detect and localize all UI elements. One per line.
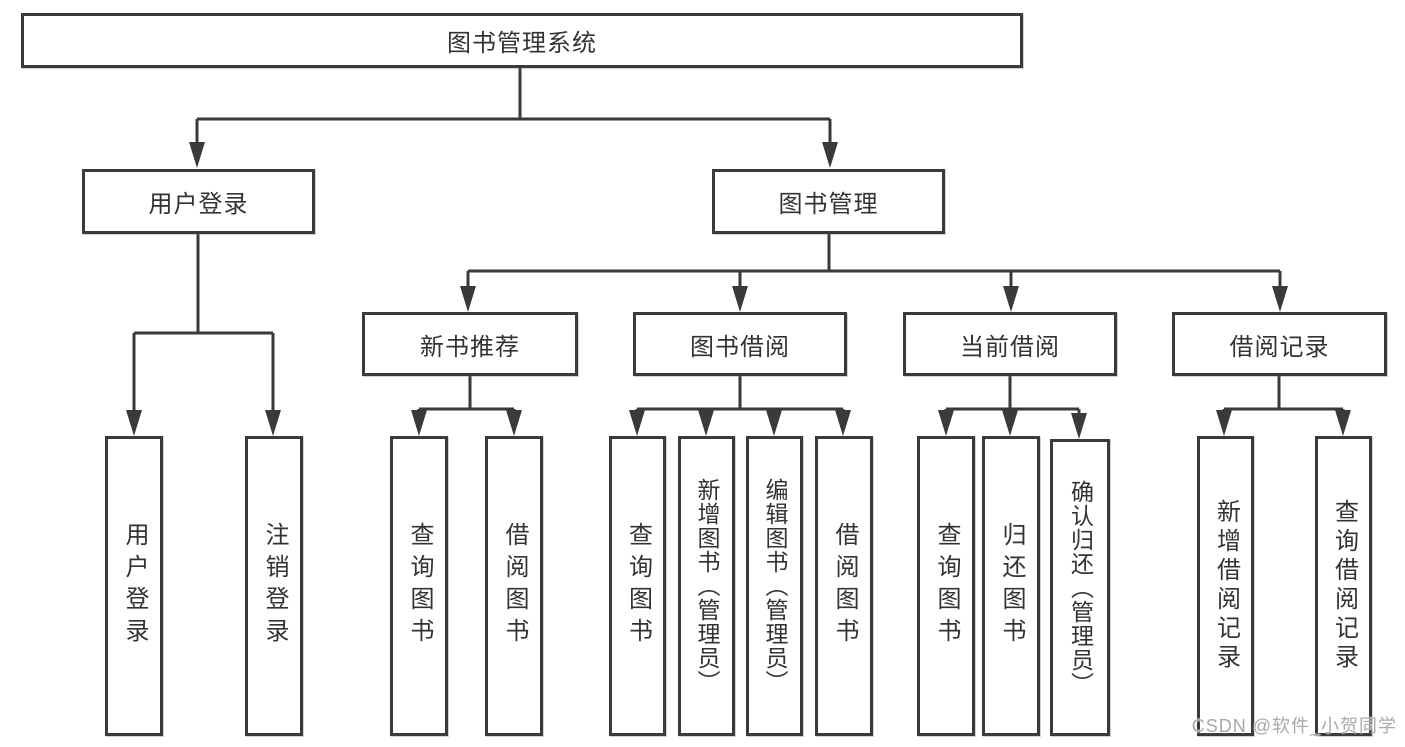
csdn-watermark: CSDN @软件_小贺同学 [1191, 716, 1397, 736]
node-label: 新增图书（管理员） [694, 478, 720, 694]
node-label: 用户登录 [148, 191, 249, 218]
node-label: 当前借阅 [960, 333, 1060, 361]
leaf-borrow-books-recommend: 借阅图书 [485, 436, 543, 736]
node-label: 图书管理系统 [447, 30, 597, 57]
leaf-logout: 注销登录 [245, 436, 303, 736]
node-label: 确认归还（管理员） [1067, 479, 1094, 696]
node-label: 查询借阅记录 [1330, 499, 1358, 673]
leaf-query-books-borrow: 查询图书 [609, 436, 666, 736]
leaf-return-book: 归还图书 [982, 436, 1040, 736]
node-label: 图书管理 [778, 191, 879, 218]
node-label: 查询图书 [933, 522, 960, 650]
node-label: 注销登录 [261, 522, 288, 650]
leaf-user-login: 用户登录 [105, 436, 163, 736]
leaf-borrow-books: 借阅图书 [815, 436, 873, 736]
leaf-query-books-recommend: 查询图书 [390, 436, 448, 736]
node-label: 借阅图书 [831, 522, 858, 650]
node-label: 归还图书 [998, 522, 1025, 650]
node-label: 查询图书 [406, 522, 433, 650]
leaf-query-borrow-record: 查询借阅记录 [1315, 436, 1372, 736]
node-label: 借阅图书 [501, 522, 528, 650]
node-label: 用户登录 [121, 522, 148, 650]
node-label: 新书推荐 [420, 333, 520, 361]
leaf-add-book-admin: 新增图书（管理员） [678, 436, 735, 736]
node-borrow-records: 借阅记录 [1172, 312, 1387, 376]
leaf-edit-book-admin: 编辑图书（管理员） [746, 436, 803, 736]
node-new-book-recommend: 新书推荐 [362, 312, 578, 376]
leaf-add-borrow-record: 新增借阅记录 [1197, 436, 1254, 736]
node-label: 新增借阅记录 [1212, 499, 1240, 673]
node-label: 借阅记录 [1229, 333, 1330, 361]
leaf-query-books-current: 查询图书 [917, 436, 975, 736]
node-label: 查询图书 [624, 522, 652, 650]
leaf-confirm-return-admin: 确认归还（管理员） [1050, 439, 1110, 736]
node-label: 图书借阅 [690, 333, 790, 361]
node-label: 编辑图书（管理员） [762, 478, 788, 694]
node-current-borrow: 当前借阅 [903, 312, 1117, 376]
node-book-management: 图书管理 [712, 169, 945, 234]
node-user-login: 用户登录 [82, 169, 315, 234]
node-root: 图书管理系统 [21, 13, 1023, 68]
node-book-borrow: 图书借阅 [633, 312, 847, 376]
